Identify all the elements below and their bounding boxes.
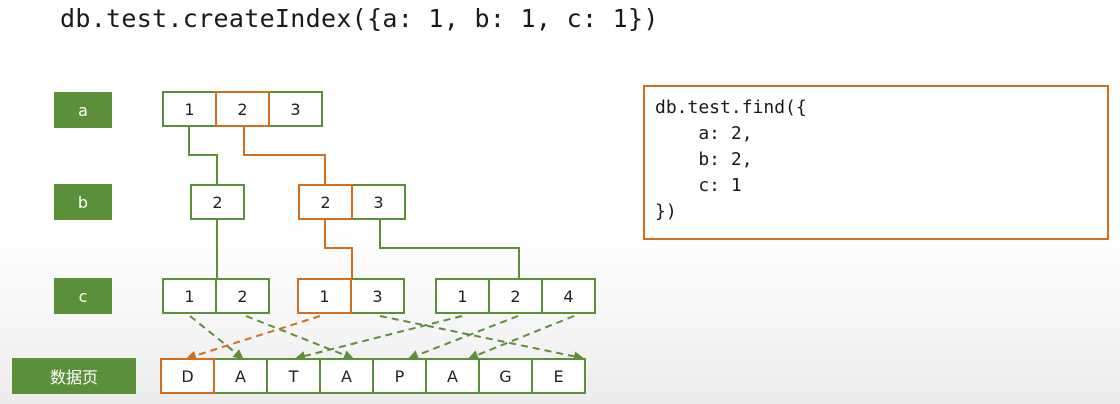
key-b-2: 2 [190,184,245,220]
find-query-box: db.test.find({ a: 2, b: 2, c: 1 }) [643,85,1109,240]
data-cell-1: A [213,358,268,394]
key-c-4: 4 [541,278,596,314]
pointer-c3-to-E [379,315,584,362]
index-node-c-2: 1 3 [297,278,405,314]
pointer-c1-node3-to-T [295,315,463,361]
query-line-2: a: 2, [655,123,753,144]
key-a-3: 3 [268,91,323,127]
data-cell-6: G [478,358,533,394]
key-c-3: 3 [350,278,405,314]
pointer-c2-to-A [245,315,354,360]
index-node-c-1: 1 2 [162,278,270,314]
key-b-2-selected: 2 [298,184,353,220]
pointer-c2-node3-to-P [408,315,519,360]
index-node-c-3: 1 2 4 [435,278,596,314]
query-line-5: }) [655,201,677,222]
link-b3-c-node3 [379,220,520,280]
data-cell-5: A [425,358,480,394]
row-label-a: a [54,92,112,128]
row-label-c: c [54,278,112,314]
link-a2-b2-highlight [243,127,326,184]
key-a-1: 1 [162,91,217,127]
pointer-c4-to-A [468,315,575,360]
row-label-data-page: 数据页 [12,358,136,394]
query-line-1: db.test.find({ [655,97,807,118]
create-index-command: db.test.createIndex({a: 1, b: 1, c: 1}) [60,4,659,33]
data-cell-4: P [372,358,427,394]
query-line-4: c: 1 [655,175,742,196]
key-c-2: 2 [488,278,543,314]
key-c-1: 1 [162,278,217,314]
link-a1-b2 [188,127,218,184]
query-line-3: b: 2, [655,149,753,170]
key-a-2-selected: 2 [215,91,270,127]
data-cell-7: E [531,358,586,394]
data-cell-0: D [160,358,215,394]
index-node-b-1: 2 [190,184,245,220]
pointer-c1-to-A [189,315,244,360]
key-c-1: 1 [435,278,490,314]
key-c-1-selected: 1 [297,278,352,314]
link-b2-c1-highlight [324,220,353,280]
pointer-c1-highlight-to-D [186,315,321,361]
data-cell-3: A [319,358,374,394]
index-node-b-2: 2 3 [298,184,406,220]
index-node-a: 1 2 3 [162,91,323,127]
data-cell-2: T [266,358,321,394]
row-label-b: b [54,184,112,220]
key-b-3: 3 [351,184,406,220]
data-page-row: D A T A P A G E [160,358,586,394]
key-c-2: 2 [215,278,270,314]
